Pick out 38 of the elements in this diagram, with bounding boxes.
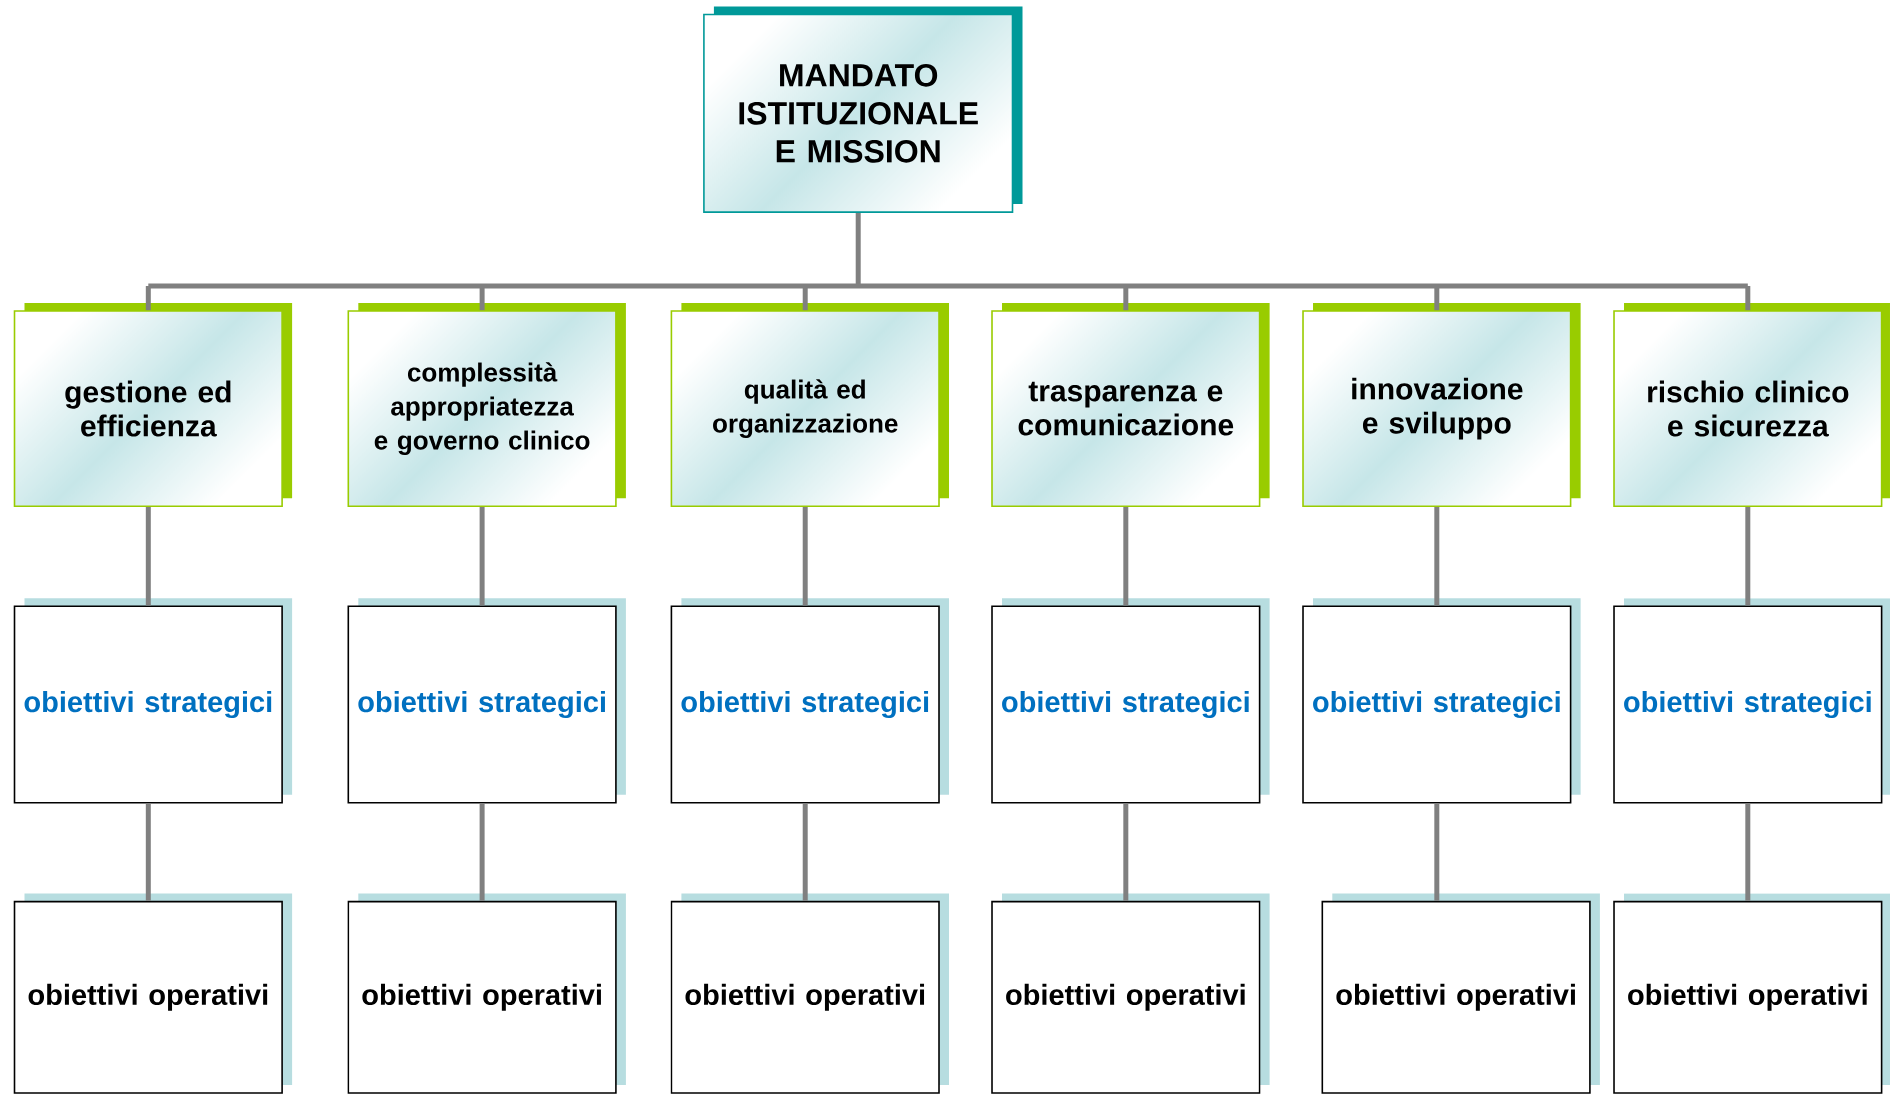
strategic-box: obiettivi strategici <box>1613 598 1890 804</box>
connector-line <box>1745 286 1751 311</box>
operative-box: obiettivi operativi <box>13 893 293 1094</box>
strategic-box: obiettivi strategici <box>991 598 1270 804</box>
operative-box: obiettivi operativi <box>670 893 949 1094</box>
connector-line <box>479 507 485 606</box>
connector-line <box>145 210 1751 289</box>
operative-box: obiettivi operativi <box>347 893 626 1094</box>
strategic-box: obiettivi strategici <box>670 598 949 804</box>
connector-line <box>802 286 808 311</box>
category-box: innovazione e sviluppo <box>1302 303 1581 507</box>
operative-box: obiettivi operativi <box>991 893 1270 1094</box>
connector-line <box>1434 803 1440 901</box>
strategic-box: obiettivi strategici <box>1302 598 1581 804</box>
connector-line <box>1434 286 1440 311</box>
category-box: complessità appropriatezza e governo clinico <box>347 303 626 507</box>
connector-line <box>145 507 151 606</box>
connector-line <box>479 803 485 901</box>
connector-line <box>1745 507 1751 606</box>
connector-line <box>145 286 151 311</box>
category-box: qualità ed organizzazione <box>670 303 949 507</box>
connector-line <box>1123 507 1129 606</box>
connector-line <box>802 507 808 606</box>
connector-line <box>479 286 485 311</box>
operative-box: obiettivi operativi <box>1321 893 1600 1094</box>
category-box: rischio clinico e sicurezza <box>1613 303 1890 507</box>
connector-line <box>1434 507 1440 606</box>
strategic-box: obiettivi strategici <box>13 598 293 804</box>
connector-line <box>1745 803 1751 901</box>
category-box: trasparenza e comunicazione <box>991 303 1270 507</box>
category-box: gestione ed efficienza <box>13 303 293 507</box>
connector-line <box>1123 803 1129 901</box>
operative-box: obiettivi operativi <box>1613 893 1890 1094</box>
connector-line <box>145 803 151 901</box>
title-box: MANDATO ISTITUZIONALE E MISSION <box>703 6 1023 213</box>
connector-line <box>802 803 808 901</box>
connector-line <box>1123 286 1129 311</box>
strategic-box: obiettivi strategici <box>347 598 626 804</box>
